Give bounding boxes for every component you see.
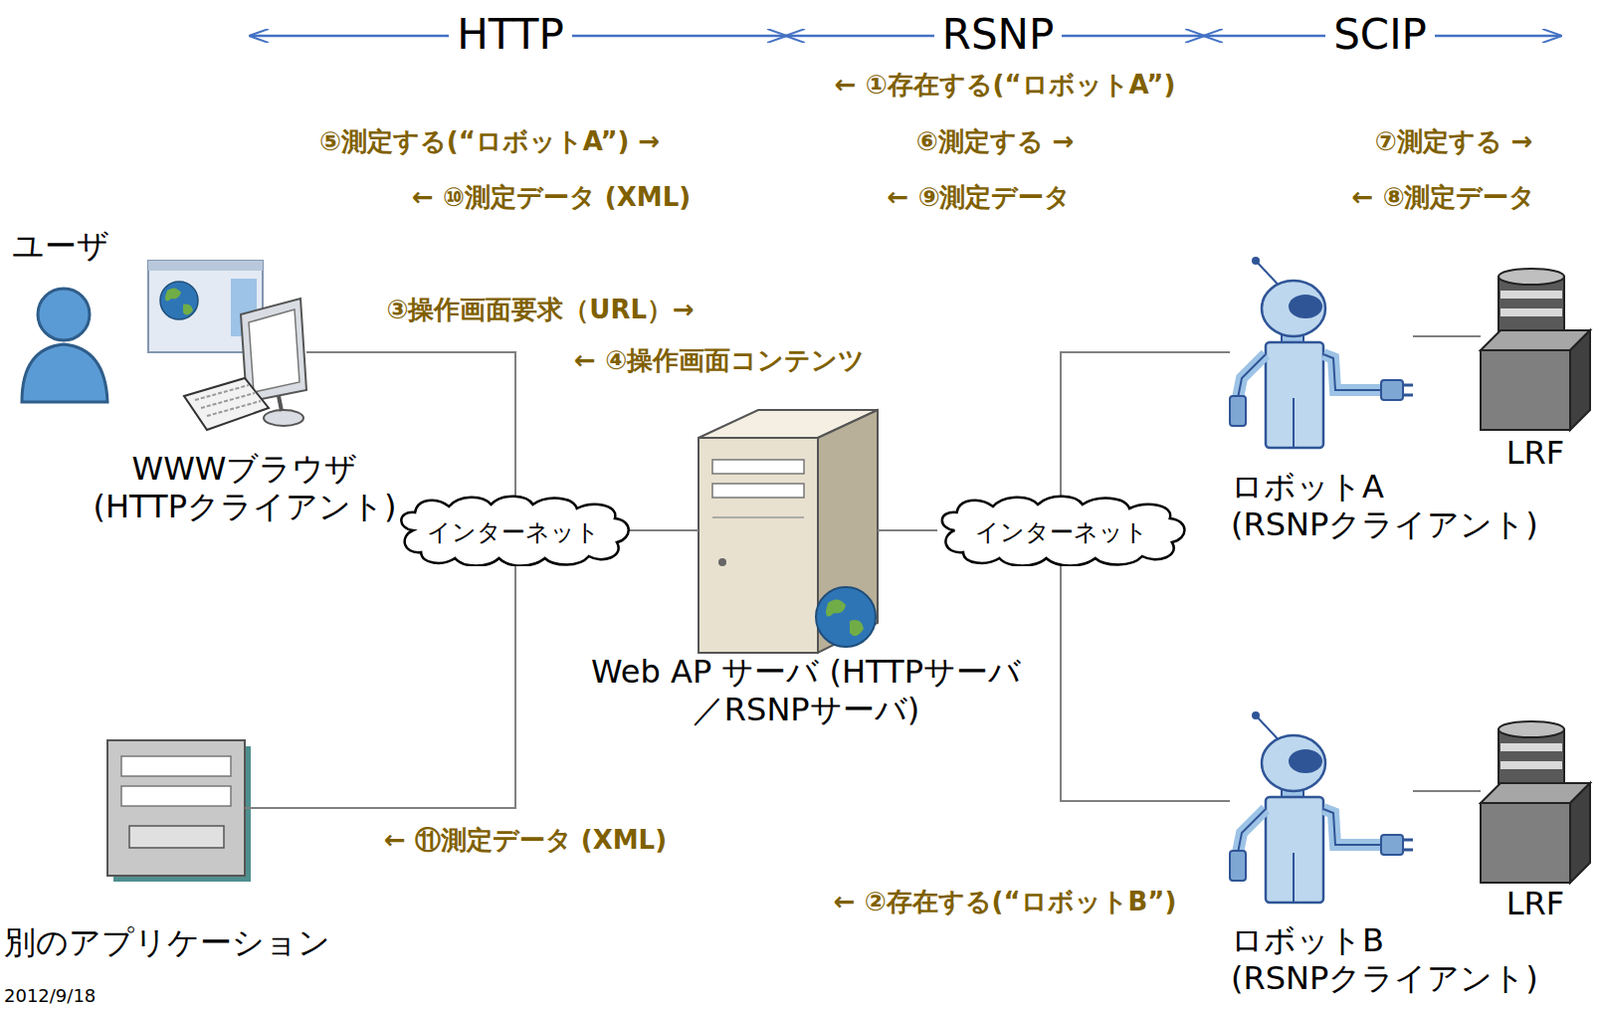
network-line [628,529,699,532]
network-line [1412,335,1481,338]
protocol-label: HTTP [448,9,572,60]
message-label: ⑥測定する → [916,126,1075,158]
node-label: Web AP サーバ (HTTPサーバ／RSNPサーバ) [577,652,1035,730]
node-label: ユーザ [11,226,152,265]
network-line [1060,352,1230,501]
message-label: ← ⑩測定データ (XML) [411,182,691,213]
node-label: WWWブラウザ (HTTPクライアント) [70,449,419,527]
node-label: インターネット [975,518,1149,548]
protocol-label: RSNP [934,9,1063,60]
message-label: ← ④操作画面コンテンツ [574,345,865,377]
user-icon [21,288,108,402]
server-icon [698,409,878,653]
lrf-icon [1480,268,1591,430]
node-label: ロボットB (RSNPクライアント) [1230,921,1595,999]
network-line [1060,560,1230,801]
lrf-node: LRF [1480,721,1591,883]
user-node: ユーザ [17,290,113,403]
message-label: ← ①存在する(“ロボットA”) [834,69,1177,101]
node-label: LRF [1480,433,1591,472]
network-line [1412,790,1481,793]
node-label: LRF [1480,884,1591,923]
node-label: インターネット [426,518,600,548]
message-label: ← ⑧測定データ [1352,182,1537,213]
message-label: ← ⑨測定データ [887,182,1072,213]
application-icon [107,740,251,882]
protocol-label: SCIP [1325,9,1435,60]
server-node: Web AP サーバ (HTTPサーバ／RSNPサーバ) [698,407,878,653]
date-label: 2012/9/18 [3,985,96,1007]
message-label: ⑤測定する(“ロボットA”) → [319,126,661,158]
network-line [877,529,938,532]
robot-node: ロボットA (RSNPクライアント) [1229,254,1413,449]
message-label: ③操作画面要求（URL）→ [386,294,695,326]
node-label: ロボットA (RSNPクライアント) [1230,467,1595,545]
message-label: ← ②存在する(“ロボットB”) [833,886,1178,918]
node-label: 別のアプリケーション [3,923,422,962]
lrf-node: LRF [1480,268,1591,430]
network-line [244,562,516,808]
robot-icon [1229,256,1413,448]
message-label: ⑦測定する → [1375,126,1534,158]
message-label: ← ⑪測定データ (XML) [384,824,667,856]
robot-icon [1229,711,1413,903]
application-node: 別のアプリケーション [107,740,245,878]
browser-icon [148,260,307,430]
robot-node: ロボットB (RSNPクライアント) [1229,709,1413,904]
internet-cloud: インターネット [933,494,1190,567]
lrf-icon [1480,721,1591,883]
browser-node: WWWブラウザ (HTTPクライアント) [148,260,307,439]
internet-cloud: インターネット [393,494,633,567]
